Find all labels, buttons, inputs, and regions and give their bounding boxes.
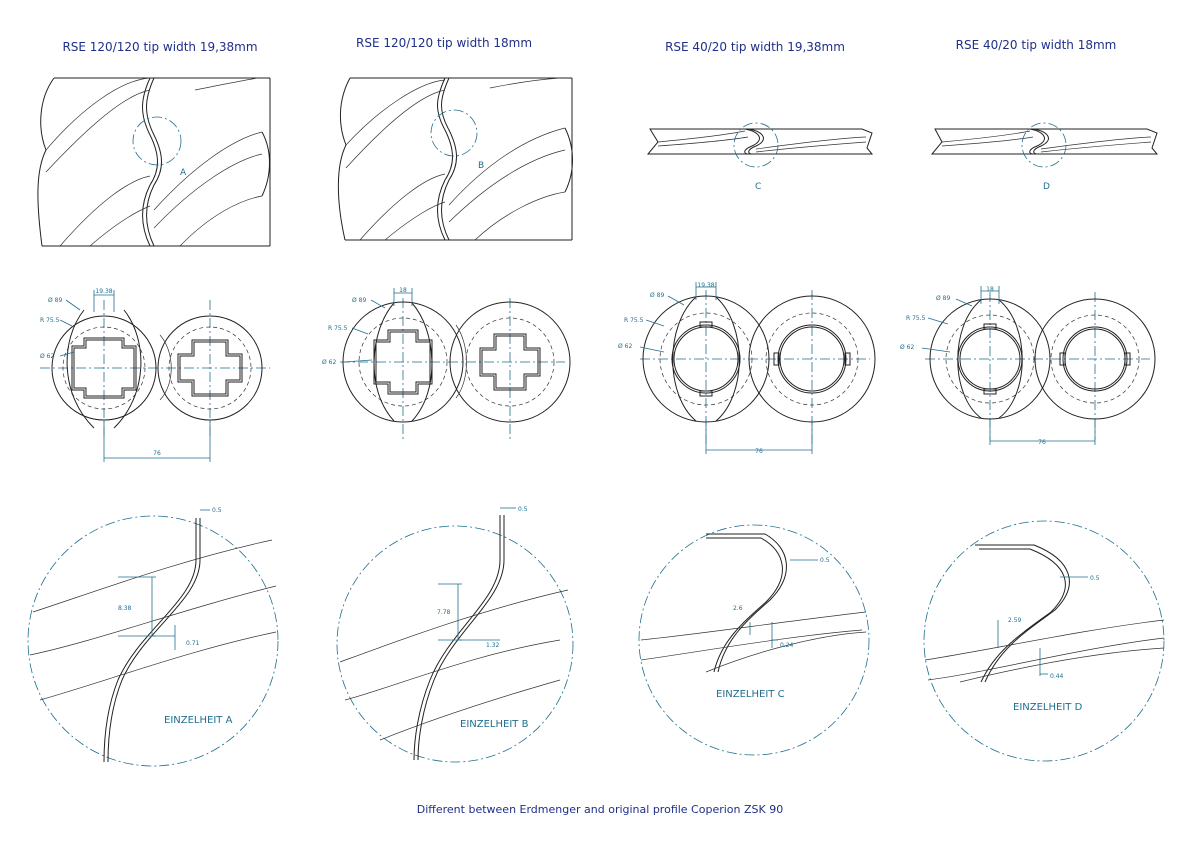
- footer-caption: Different between Erdmenger and original…: [417, 803, 783, 816]
- center-distance-a: 76: [153, 450, 161, 457]
- inner-dia-c: Ø 62: [618, 343, 632, 350]
- detail-b-dim-1: 0.5: [518, 506, 528, 513]
- cross-section-c: 76 19.38 Ø 89 R 75.5 Ø 62: [618, 282, 876, 455]
- side-view-b: B: [337, 77, 573, 241]
- tip-width-d: 18: [986, 286, 994, 293]
- detail-d-dim-3: 0.44: [1050, 673, 1064, 680]
- callout-d: D: [1043, 182, 1050, 192]
- tip-width-c: 19.38: [697, 282, 714, 289]
- title-b: RSE 120/120 tip width 18mm: [356, 36, 532, 50]
- center-distance-d: 76: [1038, 439, 1046, 446]
- detail-b-dim-3: 1.32: [486, 642, 500, 649]
- detail-view-b: 0.5 7.78 1.32 EINZELHEIT B: [336, 506, 574, 763]
- title-d: RSE 40/20 tip width 18mm: [956, 38, 1117, 52]
- center-distance-c: 76: [755, 448, 763, 455]
- side-view-d: D: [930, 122, 1159, 192]
- detail-c-label: EINZELHEIT C: [716, 689, 785, 700]
- detail-c-dim-2: 2.6: [733, 605, 743, 612]
- radius-a: R 75.5: [40, 317, 60, 324]
- detail-a-dim-3: 0.71: [186, 640, 200, 647]
- outer-dia-b: Ø 89: [352, 297, 366, 304]
- detail-d-dim-1: 0.5: [1090, 575, 1100, 582]
- tip-width-b: 18: [399, 287, 407, 294]
- detail-view-c: 0.5 2.6 0.24 EINZELHEIT C: [638, 524, 870, 756]
- detail-a-label: EINZELHEIT A: [164, 715, 233, 726]
- outer-dia-a: Ø 89: [48, 297, 62, 304]
- detail-d-dim-2: 2.59: [1008, 617, 1022, 624]
- title-c: RSE 40/20 tip width 19,38mm: [665, 40, 845, 54]
- detail-d-label: EINZELHEIT D: [1013, 702, 1083, 713]
- radius-c: R 75.5: [624, 317, 644, 324]
- detail-a-dim-2: 8.38: [118, 605, 132, 612]
- side-view-a: A: [37, 77, 271, 247]
- callout-a: A: [180, 168, 187, 178]
- inner-dia-d: Ø 62: [900, 344, 914, 351]
- inner-dia-b: Ø 62: [322, 359, 336, 366]
- detail-c-dim-3: 0.24: [780, 642, 794, 649]
- radius-d: R 75.5: [906, 315, 926, 322]
- callout-c: C: [755, 182, 761, 192]
- callout-b: B: [478, 161, 484, 171]
- detail-a-dim-1: 0.5: [212, 507, 222, 514]
- cross-section-d: 76 18 Ø 89 R 75.5 Ø 62: [900, 286, 1156, 446]
- side-view-c: C: [646, 122, 874, 192]
- title-a: RSE 120/120 tip width 19,38mm: [62, 40, 257, 54]
- inner-dia-a: Ø 62: [40, 353, 54, 360]
- detail-b-dim-2: 7.78: [437, 609, 451, 616]
- detail-view-d: 0.5 2.59 0.44 EINZELHEIT D: [923, 520, 1165, 762]
- radius-b: R 75.5: [328, 325, 348, 332]
- detail-b-label: EINZELHEIT B: [460, 719, 529, 730]
- tip-width-a: 19.38: [95, 288, 112, 295]
- cross-section-a: 76 19.38 Ø 89 R 75.5 Ø 62: [40, 288, 270, 462]
- detail-view-a: 0.5 8.38 0.71 EINZELHEIT A: [27, 507, 279, 767]
- cross-section-b: 18 Ø 89 R 75.5 Ø 62: [322, 287, 571, 440]
- detail-c-dim-1: 0.5: [820, 557, 830, 564]
- outer-dia-c: Ø 89: [650, 292, 664, 299]
- outer-dia-d: Ø 89: [936, 295, 950, 302]
